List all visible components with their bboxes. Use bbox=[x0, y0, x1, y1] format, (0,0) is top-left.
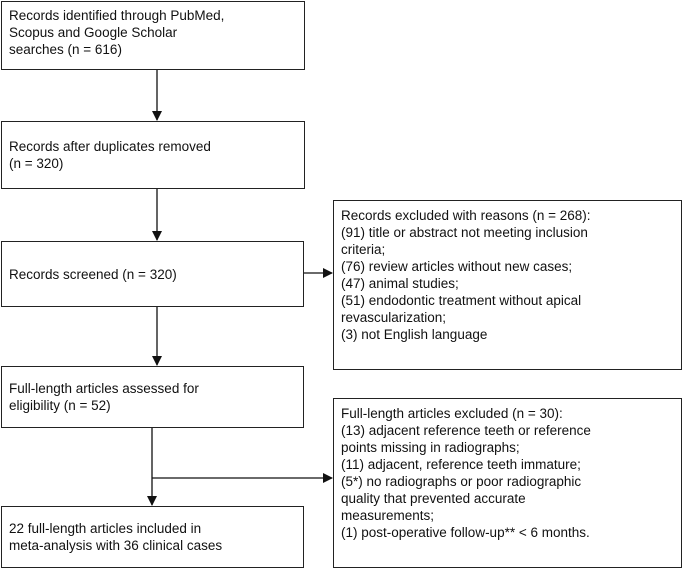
screened-line-1: Records screened (n = 320) bbox=[9, 266, 177, 282]
box-records-excluded: Records excluded with reasons (n = 268):… bbox=[333, 200, 682, 370]
box-articles-excluded: Full-length articles excluded (n = 30): … bbox=[333, 398, 682, 568]
excluded-articles-line-5: (5*) no radiographs or poor radiographic bbox=[341, 474, 582, 489]
included-line-2: meta-analysis with 36 clinical cases bbox=[9, 538, 223, 553]
identified-line-1: Records identified through PubMed, bbox=[9, 8, 225, 23]
excluded-articles-line-6: quality that prevented accurate bbox=[341, 491, 526, 506]
excluded-articles-line-1: Full-length articles excluded (n = 30): bbox=[341, 406, 563, 421]
excluded-records-line-1: Records excluded with reasons (n = 268): bbox=[341, 208, 591, 223]
excluded-records-line-8: (3) not English language bbox=[341, 327, 488, 342]
assessed-line-2: eligibility (n = 52) bbox=[9, 398, 111, 413]
box-records-identified: Records identified through PubMed, Scopu… bbox=[1, 1, 305, 70]
assessed-line-1: Full-length articles assessed for bbox=[9, 381, 199, 396]
excluded-records-line-2: (91) title or abstract not meeting inclu… bbox=[341, 225, 588, 240]
box-records-screened: Records screened (n = 320) bbox=[1, 241, 304, 307]
box-articles-assessed: Full-length articles assessed for eligib… bbox=[1, 366, 304, 428]
identified-line-2: Scopus and Google Scholar bbox=[9, 25, 178, 40]
included-line-1: 22 full-length articles included in bbox=[9, 521, 202, 536]
excluded-articles-line-8: (1) post-operative follow-up** < 6 month… bbox=[341, 525, 590, 540]
excluded-records-line-4: (76) review articles without new cases; bbox=[341, 259, 573, 274]
excluded-records-line-7: revascularization; bbox=[341, 310, 447, 325]
excluded-articles-line-3: points missing in radiographs; bbox=[341, 440, 520, 455]
box-duplicates-removed: Records after duplicates removed (n = 32… bbox=[1, 121, 305, 189]
identified-line-3: searches (n = 616) bbox=[9, 42, 122, 57]
box-articles-included: 22 full-length articles included in meta… bbox=[1, 506, 304, 568]
excluded-records-line-6: (51) endodontic treatment without apical bbox=[341, 293, 582, 308]
duplicates-line-2: (n = 320) bbox=[9, 156, 64, 171]
excluded-records-line-5: (47) animal studies; bbox=[341, 276, 459, 291]
excluded-articles-line-2: (13) adjacent reference teeth or referen… bbox=[341, 423, 591, 438]
excluded-records-line-3: criteria; bbox=[341, 242, 386, 257]
excluded-articles-line-7: measurements; bbox=[341, 508, 435, 523]
duplicates-line-1: Records after duplicates removed bbox=[9, 139, 211, 154]
excluded-articles-line-4: (11) adjacent, reference teeth immature; bbox=[341, 457, 581, 472]
